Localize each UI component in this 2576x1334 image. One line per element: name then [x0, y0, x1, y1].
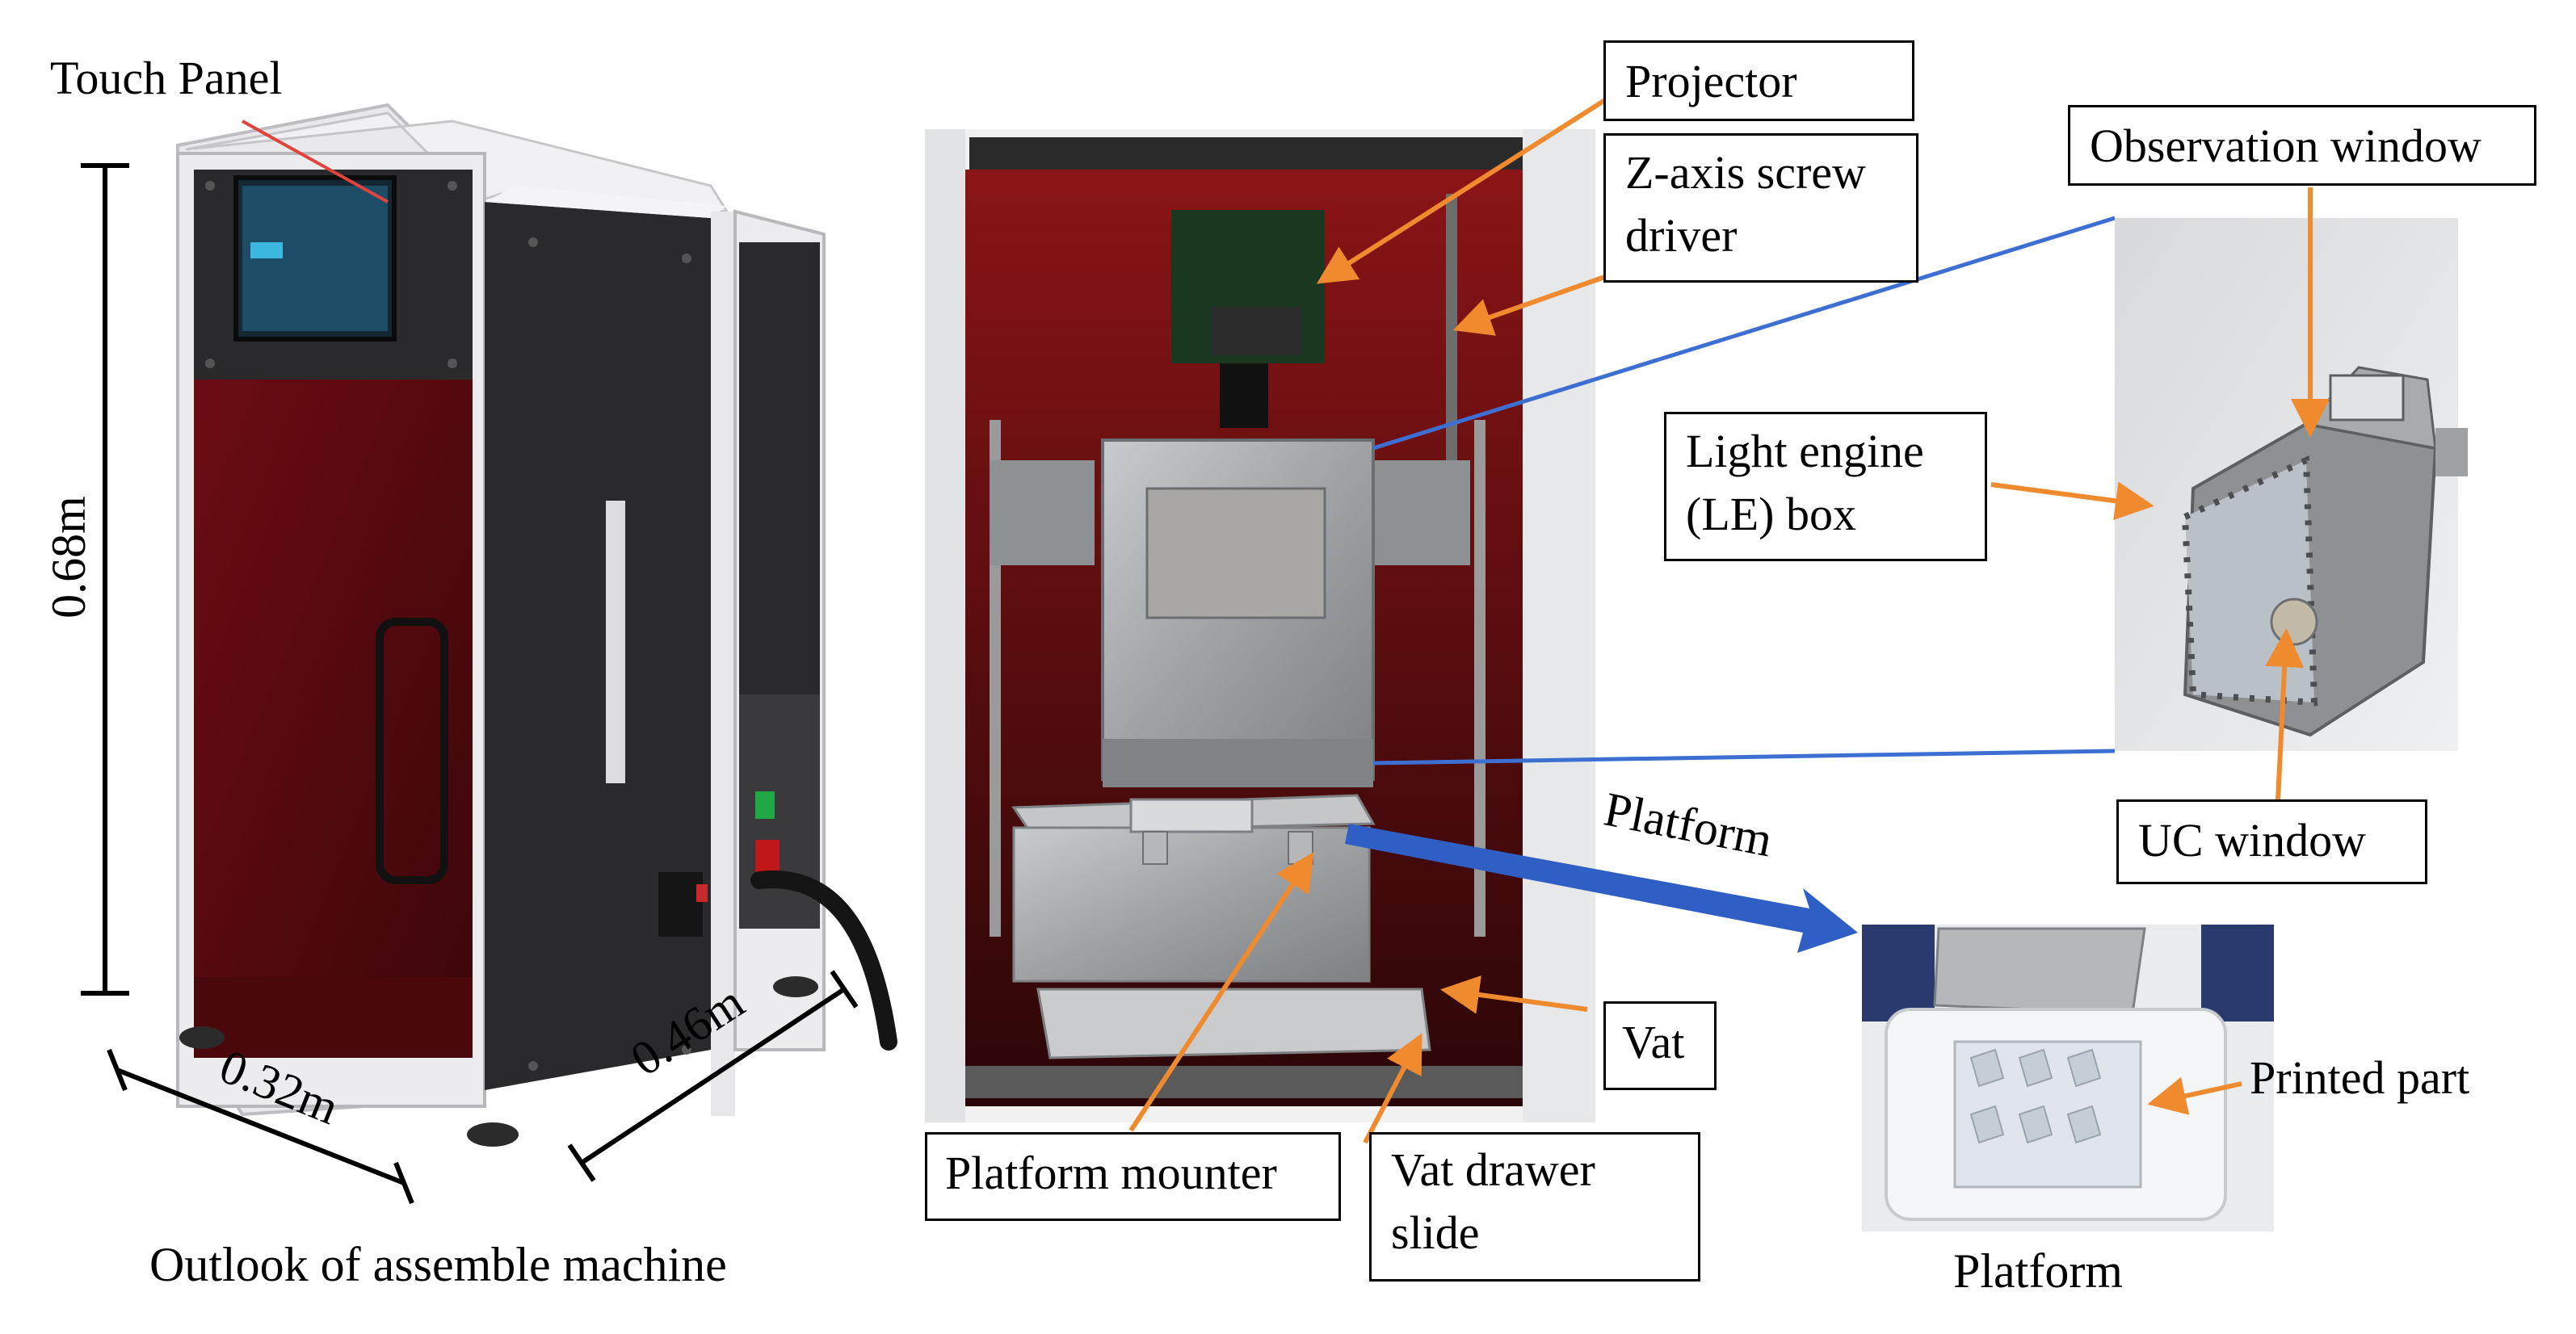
platform-big-arrow — [1345, 824, 1858, 953]
projector-label-box: Projector — [1603, 40, 1914, 121]
le-box-label-box: Light engine (LE) box — [1664, 412, 1987, 561]
le-box-photo — [2115, 218, 2468, 751]
vat-label: Vat — [1622, 1016, 1685, 1068]
printed-part-label: Printed part — [2250, 1051, 2470, 1104]
projector-arrow-icon — [1316, 96, 1609, 284]
platform-photo — [1862, 925, 2274, 1231]
vat-arrow-icon — [1440, 975, 1588, 1014]
z-axis-label-line1: Z-axis screw — [1625, 146, 1866, 199]
connector-line-top — [1372, 216, 2116, 451]
le-box-label-line2: (LE) box — [1686, 488, 1856, 540]
vat-drawer-label-line2: slide — [1391, 1206, 1480, 1259]
platform-mounter-label: Platform mounter — [945, 1147, 1277, 1199]
uc-window-label-box: UC window — [2116, 799, 2427, 884]
printed-part-arrow-icon — [2147, 1076, 2242, 1115]
uc-window-arrow-icon — [2265, 628, 2305, 800]
z-axis-arrow-icon — [1452, 272, 1612, 336]
platform-caption: Platform — [1953, 1244, 2123, 1298]
platform-mounter-arrow-icon — [1128, 851, 1314, 1132]
z-axis-label-box: Z-axis screw driver — [1603, 133, 1918, 283]
vat-drawer-label-line1: Vat drawer — [1391, 1143, 1595, 1196]
z-axis-label-line2: driver — [1625, 209, 1738, 262]
touch-panel-label: Touch Panel — [50, 52, 283, 104]
observation-window-label: Observation window — [2090, 120, 2481, 172]
height-dimension-line — [81, 163, 129, 996]
callout-arrows — [1128, 96, 2330, 1144]
machine-caption: Outlook of assemble machine — [149, 1238, 727, 1291]
uc-window-label: UC window — [2138, 814, 2366, 866]
projector-label: Projector — [1625, 55, 1797, 107]
depth-dimension-line — [567, 970, 859, 1182]
le-box-label-line1: Light engine — [1686, 425, 1924, 477]
machine-photo — [175, 103, 897, 1147]
le-box-arrow-icon — [1990, 481, 2154, 521]
vat-drawer-label-box: Vat drawer slide — [1369, 1132, 1700, 1282]
vat-label-box: Vat — [1603, 1001, 1717, 1090]
connector-line-bottom — [1372, 749, 2116, 766]
height-dimension-label: 0.68m — [42, 496, 95, 619]
observation-window-label-box: Observation window — [2068, 105, 2536, 186]
platform-mounter-label-box: Platform mounter — [925, 1132, 1341, 1221]
vat-drawer-arrow-icon — [1363, 1033, 1422, 1144]
width-dimension-line — [107, 1048, 414, 1205]
interior-photo — [925, 129, 1595, 1122]
touch-panel-pointer — [242, 120, 389, 203]
